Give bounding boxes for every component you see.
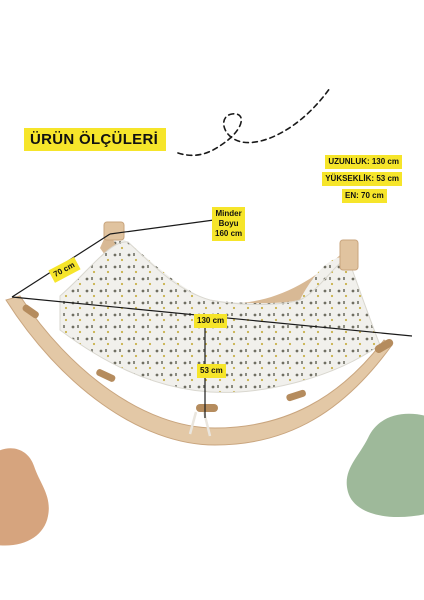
length-dimension-label: 130 cm — [194, 314, 228, 328]
cushion-label-line1: Minder — [215, 209, 242, 218]
spec-height: YÜKSEKLİK: 53 cm — [322, 172, 402, 186]
blob-left-decoration — [0, 448, 49, 546]
cushion-leader-line — [109, 219, 215, 235]
cushion-label-line2: Boyu — [218, 219, 239, 228]
height-dimension-label: 53 cm — [197, 364, 226, 378]
spec-width: EN: 70 cm — [342, 189, 387, 203]
spec-length: UZUNLUK: 130 cm — [325, 155, 402, 169]
blob-right-decoration — [346, 413, 424, 517]
cushion-length-label: Minder Boyu 160 cm — [212, 207, 246, 241]
page-title: ÜRÜN ÖLÇÜLERİ — [24, 128, 167, 151]
cushion-label-line3: 160 cm — [215, 229, 243, 238]
